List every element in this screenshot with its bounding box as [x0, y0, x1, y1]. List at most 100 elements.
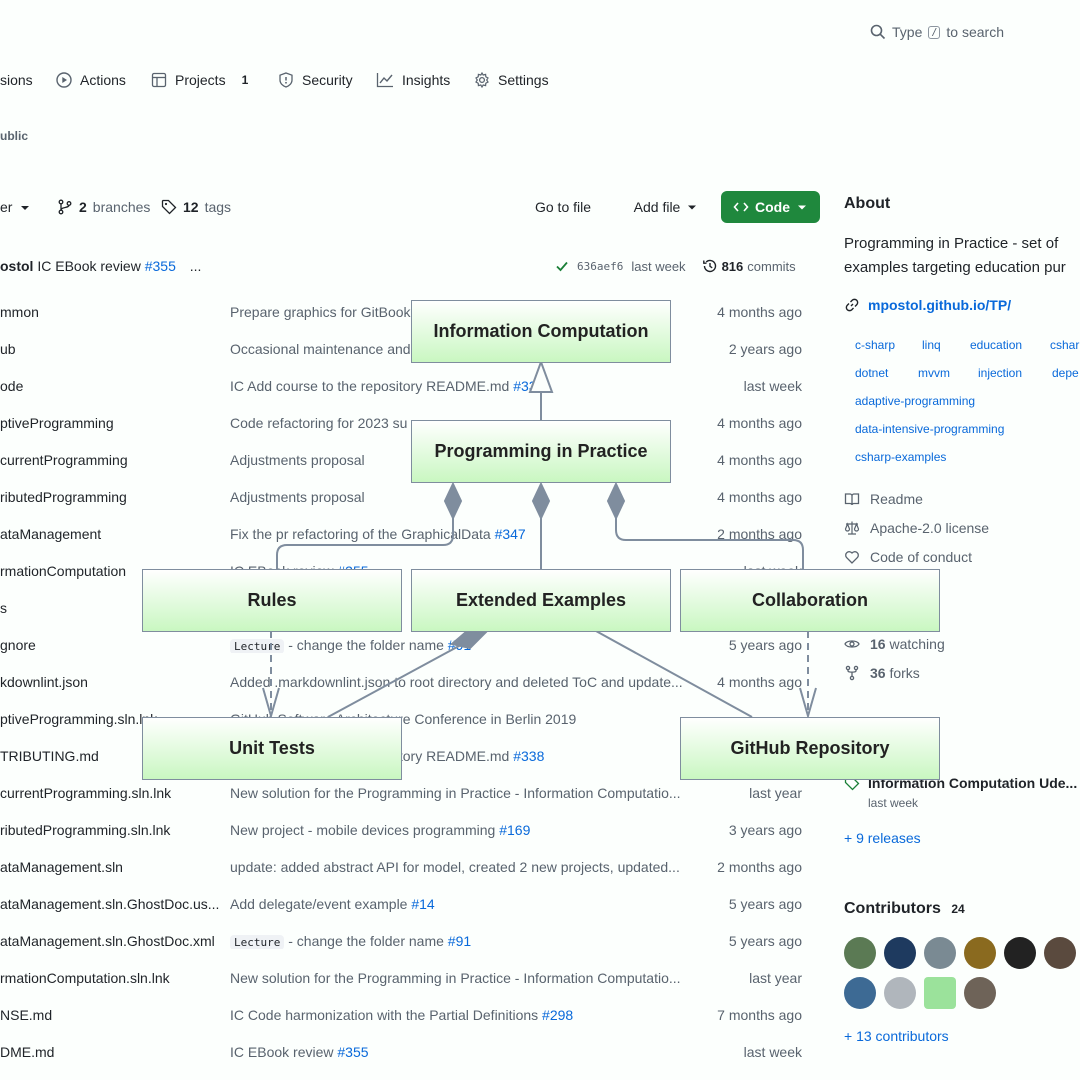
more-contributors-link[interactable]: + 13 contributors — [844, 1028, 949, 1044]
topic-tag[interactable]: education — [970, 338, 1023, 352]
file-commit-message[interactable]: New solution for the Programming in Prac… — [230, 970, 690, 986]
topic-tag[interactable]: dotnet — [855, 366, 889, 380]
pr-link[interactable]: #91 — [447, 637, 472, 653]
file-commit-message[interactable]: Lecture - change the folder name #91 — [230, 637, 690, 653]
topic-tag[interactable]: mvvm — [918, 366, 950, 380]
go-to-file-button[interactable]: Go to file — [524, 191, 602, 223]
tags-link[interactable]: 12 tags — [161, 196, 231, 218]
file-name-link[interactable]: gnore — [0, 637, 36, 653]
contributor-avatar[interactable] — [844, 937, 876, 969]
homepage-link[interactable]: mpostol.github.io/TP/ — [844, 297, 1011, 313]
file-commit-message[interactable]: IC EBook review #355 — [230, 1044, 690, 1060]
file-commit-message[interactable]: New project - mobile devices programming… — [230, 822, 690, 838]
file-row[interactable]: kdownlint.json Added .markdownlint.json t… — [0, 674, 810, 694]
file-row[interactable]: currentProgramming.sln.lnk New solution f… — [0, 785, 810, 805]
file-name-link[interactable]: currentProgramming — [0, 452, 128, 468]
search-box[interactable]: Type / to search — [870, 22, 1004, 42]
pr-link[interactable]: #338 — [513, 748, 545, 764]
file-name-link[interactable]: DME.md — [0, 1044, 55, 1060]
file-commit-message[interactable]: Adjustments proposal — [230, 452, 690, 468]
file-commit-message[interactable]: Prepare graphics for GitBook — [230, 304, 690, 320]
file-name-link[interactable]: ributedProgramming.sln.lnk — [0, 822, 171, 838]
file-name-link[interactable]: ode — [0, 378, 24, 394]
topic-tag[interactable]: injection — [978, 366, 1023, 380]
file-row[interactable]: NSE.md IC Code harmonization with the Par… — [0, 1007, 810, 1027]
contributor-avatar[interactable] — [964, 977, 996, 1009]
file-commit-message[interactable]: Added .markdownlint.json to root directo… — [230, 674, 690, 690]
topic-tag[interactable]: csharp-examples — [855, 450, 947, 464]
file-row[interactable]: ataManagement.sln.GhostDoc.xml Lecture - … — [0, 933, 810, 953]
file-name-link[interactable]: ptiveProgramming — [0, 415, 114, 431]
add-file-button[interactable]: Add file — [626, 191, 706, 223]
contributor-avatar[interactable] — [1044, 937, 1076, 969]
file-row[interactable]: ataManagement.sln.GhostDoc.us... Add dele… — [0, 896, 810, 916]
file-name-link[interactable]: ataManagement — [0, 526, 102, 542]
contributor-avatar[interactable] — [924, 937, 956, 969]
commit-sha[interactable]: 636aef6 — [577, 259, 624, 273]
file-row[interactable]: s — [0, 600, 810, 620]
file-name-link[interactable]: TRIBUTING.md — [0, 748, 99, 764]
file-commit-message[interactable]: IC Code harmonization with the Partial D… — [230, 1007, 690, 1023]
forks-link[interactable]: 36 forks — [844, 665, 920, 681]
file-name-link[interactable]: rmationComputation.sln.lnk — [0, 970, 170, 986]
file-row[interactable]: ributedProgramming.sln.lnk New project - … — [0, 822, 810, 842]
watchers-link[interactable]: 16 watching — [844, 636, 945, 652]
file-name-link[interactable]: kdownlint.json — [0, 674, 88, 690]
tab-projects[interactable]: Projects 1 — [151, 68, 248, 92]
file-commit-message[interactable]: Lecture - change the folder name #91 — [230, 933, 690, 949]
tab-discussions[interactable]: sions — [0, 68, 33, 92]
branch-selector[interactable]: er — [0, 196, 32, 218]
tab-insights[interactable]: Insights — [376, 68, 450, 92]
file-commit-message[interactable]: Add delegate/event example #14 — [230, 896, 690, 912]
file-commit-message[interactable]: Code refactoring for 2023 su — [230, 415, 690, 431]
commit-author[interactable]: ostol — [0, 258, 34, 274]
file-row[interactable]: ptiveProgramming Code refactoring for 202… — [0, 415, 810, 435]
file-name-link[interactable]: NSE.md — [0, 1007, 53, 1023]
file-name-link[interactable]: ptiveProgramming.sln.lnk — [0, 711, 158, 727]
readme-link[interactable]: Readme — [844, 491, 923, 507]
file-commit-message[interactable]: IC Add course to the repository README.m… — [230, 378, 690, 394]
file-row[interactable]: ode IC Add course to the repository READM… — [0, 378, 810, 398]
commit-pr-link[interactable]: #355 — [144, 258, 176, 274]
file-row[interactable]: gnore Lecture - change the folder name #9… — [0, 637, 810, 657]
more-releases-link[interactable]: + 9 releases — [844, 830, 921, 846]
file-name-link[interactable]: ataManagement.sln.GhostDoc.xml — [0, 933, 215, 949]
contributor-avatar[interactable] — [884, 977, 916, 1009]
file-name-link[interactable]: rmationComputation — [0, 563, 127, 579]
topic-tag[interactable]: adaptive-programming — [855, 394, 976, 408]
pr-link[interactable]: #169 — [499, 822, 531, 838]
commit-expand-button[interactable]: ... — [189, 258, 202, 274]
file-name-link[interactable]: currentProgramming.sln.lnk — [0, 785, 172, 801]
commits-link[interactable]: 816 commits — [702, 258, 796, 274]
file-row[interactable]: rmationComputation.sln.lnk New solution f… — [0, 970, 810, 990]
tab-security[interactable]: Security — [278, 68, 353, 92]
contributor-avatar[interactable] — [844, 977, 876, 1009]
topic-tag[interactable]: cshar — [1050, 338, 1080, 352]
file-commit-message[interactable]: New solution for the Programming in Prac… — [230, 785, 690, 801]
pr-link[interactable]: #14 — [411, 896, 435, 912]
tab-settings[interactable]: Settings — [474, 68, 549, 92]
file-name-link[interactable]: ataManagement.sln.GhostDoc.us... — [0, 896, 220, 912]
file-name-link[interactable]: mmon — [0, 304, 39, 320]
file-commit-message[interactable]: Fix the pr refactoring of the GraphicalD… — [230, 526, 690, 542]
file-row[interactable]: ataManagement Fix the pr refactoring of t… — [0, 526, 810, 546]
commit-message[interactable]: IC EBook review — [37, 258, 141, 274]
topic-tag[interactable]: depe — [1052, 366, 1079, 380]
tab-actions[interactable]: Actions — [56, 68, 126, 92]
file-commit-message[interactable]: Adjustments proposal — [230, 489, 690, 505]
code-button[interactable]: Code — [721, 191, 820, 223]
file-commit-message[interactable]: update: added abstract API for model, cr… — [230, 859, 690, 875]
pr-link[interactable]: #338 — [513, 378, 545, 394]
file-name-link[interactable]: s — [0, 600, 7, 616]
code-of-conduct-link[interactable]: Code of conduct — [844, 549, 972, 565]
topic-tag[interactable]: c-sharp — [855, 338, 896, 352]
file-name-link[interactable]: ub — [0, 341, 16, 357]
license-link[interactable]: Apache-2.0 license — [844, 520, 989, 536]
file-name-link[interactable]: ributedProgramming — [0, 489, 127, 505]
